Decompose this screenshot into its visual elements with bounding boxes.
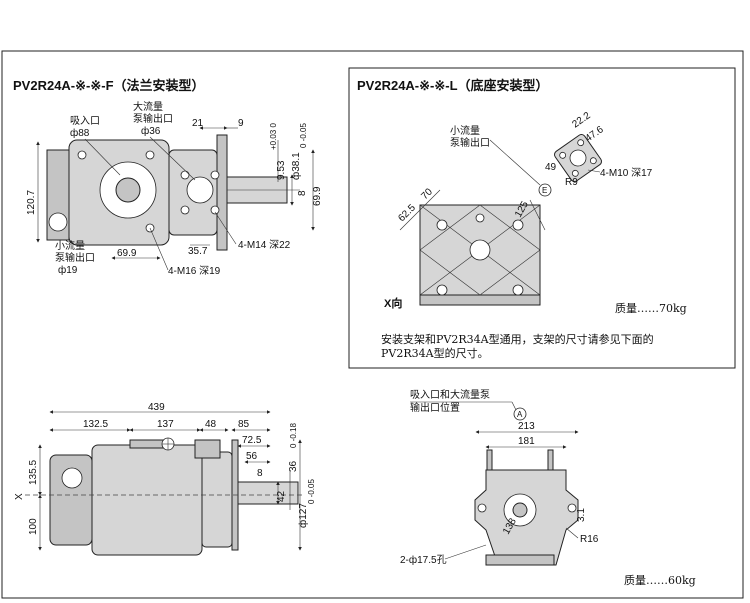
marker-e-text: E [542, 186, 547, 195]
dim-85: 85 [238, 419, 250, 430]
foot-note-2: PV2R34A型的尺寸。 [381, 346, 489, 360]
thread-m16: 4-M16 深19 [168, 265, 221, 277]
dim-100: 100 [28, 518, 39, 535]
side-port-block [194, 439, 221, 459]
dim-shaft-1: 9.53 [276, 160, 287, 180]
small-port-label-2: 泵输出口 [55, 251, 95, 264]
foot-note-1: 安装支架和PV2R34A型通用，支架的尺寸请参见下面的 [381, 332, 654, 346]
dim-47-6: 47.6 [583, 124, 606, 144]
dim-35-7: 35.7 [188, 246, 208, 257]
foot-title: PV2R24A-※-※-L（底座安装型） [357, 78, 549, 93]
dim-r16: R16 [580, 534, 599, 545]
flange-title: PV2R24A-※-※-F（法兰安装型） [13, 78, 205, 93]
foot-mount-view: PV2R24A-※-※-L（底座安装型） 小流量 泵输出口 [357, 78, 687, 360]
marker-e [538, 183, 552, 197]
small-port-circle [48, 212, 68, 232]
marker-a-text: A [517, 410, 523, 419]
dim-3-1: 3.1 [576, 508, 587, 522]
foot-small-port-label-2: 泵输出口 [450, 136, 490, 149]
holes-callout: 2-ф17.5孔 [400, 554, 447, 566]
large-port-dia: ф36 [141, 125, 161, 137]
outer-frame [1, 50, 744, 599]
flange-mount-view: PV2R24A-※-※-F（法兰安装型） 吸入口 ф88 大流量 泵输出口 ф3… [13, 78, 323, 277]
dim-69-9-h: 69.9 [117, 248, 137, 259]
dim-137: 137 [157, 419, 174, 430]
dim-127: ф127 [297, 503, 309, 528]
side-body-1 [91, 444, 203, 556]
side-shaft [237, 481, 299, 505]
foot-center-hole [469, 239, 491, 261]
dim-48: 48 [205, 419, 217, 430]
dim-36: 36 [288, 460, 299, 472]
large-port-label-2: 泵输出口 [133, 112, 173, 125]
dim-8-side: 8 [257, 468, 263, 479]
dim-213: 213 [518, 421, 535, 432]
dim-9: 9 [238, 118, 244, 129]
side-view: 439 132.5 137 48 85 72.5 56 8 135.5 100 … [14, 402, 316, 556]
x-marker: X [14, 493, 25, 500]
dim-72-5: 72.5 [242, 435, 262, 446]
dim-70: 70 [419, 186, 435, 202]
dim-132-5: 132.5 [83, 419, 108, 430]
dim-36-tol: 0 -0.18 [289, 423, 298, 448]
large-port-label-1: 大流量 [133, 100, 163, 113]
large-port-circle [186, 176, 214, 204]
thread-m14: 4-M14 深22 [238, 239, 291, 251]
flange-plate [216, 134, 228, 251]
foot-mount-panel [348, 67, 736, 369]
dim-120-7: 120.7 [26, 190, 37, 215]
view-label: X向 [384, 296, 402, 310]
dim-49: 49 [545, 162, 557, 173]
marker-a [513, 407, 527, 421]
dim-181: 181 [518, 436, 535, 447]
dim-135-5: 135.5 [28, 460, 39, 485]
dim-56: 56 [246, 451, 258, 462]
small-port-flange-detail [554, 134, 602, 182]
side-body-2 [201, 451, 233, 548]
dim-127-tol: 0 -0.05 [307, 479, 316, 504]
suction-label: 吸入口 [70, 116, 100, 127]
foot-small-port-label-1: 小流量 [450, 124, 480, 137]
dim-shaft-2: ф38.1 [290, 152, 302, 180]
foot-mass: 质量……70kg [615, 302, 687, 315]
suction-dia: ф88 [70, 127, 90, 139]
thread-m10: 4-M10 深17 [600, 167, 653, 179]
front-port-label-1: 吸入口和大流量泵 [410, 388, 490, 401]
dim-42: 42 [276, 490, 287, 502]
dim-21: 21 [192, 118, 204, 129]
dim-8: 8 [297, 190, 308, 196]
dim-62-5: 62.5 [396, 202, 418, 224]
front-base [485, 554, 555, 566]
front-port-label-2: 输出口位置 [410, 401, 460, 414]
small-port-label-1: 小流量 [55, 239, 85, 252]
dim-r9: R9 [565, 177, 578, 188]
front-view: 吸入口和大流量泵 输出口位置 A 213 181 138 3.1 R16 2-ф… [400, 388, 696, 587]
dim-shaft-1-tol: +0.03 0 [269, 123, 278, 150]
dim-22-2: 22.2 [570, 110, 593, 130]
dim-69-9-v: 69.9 [312, 186, 323, 206]
dim-439: 439 [148, 402, 165, 413]
front-mass: 质量……60kg [624, 574, 696, 587]
dim-shaft-2-tol: 0 -0.05 [299, 123, 308, 148]
small-port-dia: ф19 [58, 264, 78, 276]
